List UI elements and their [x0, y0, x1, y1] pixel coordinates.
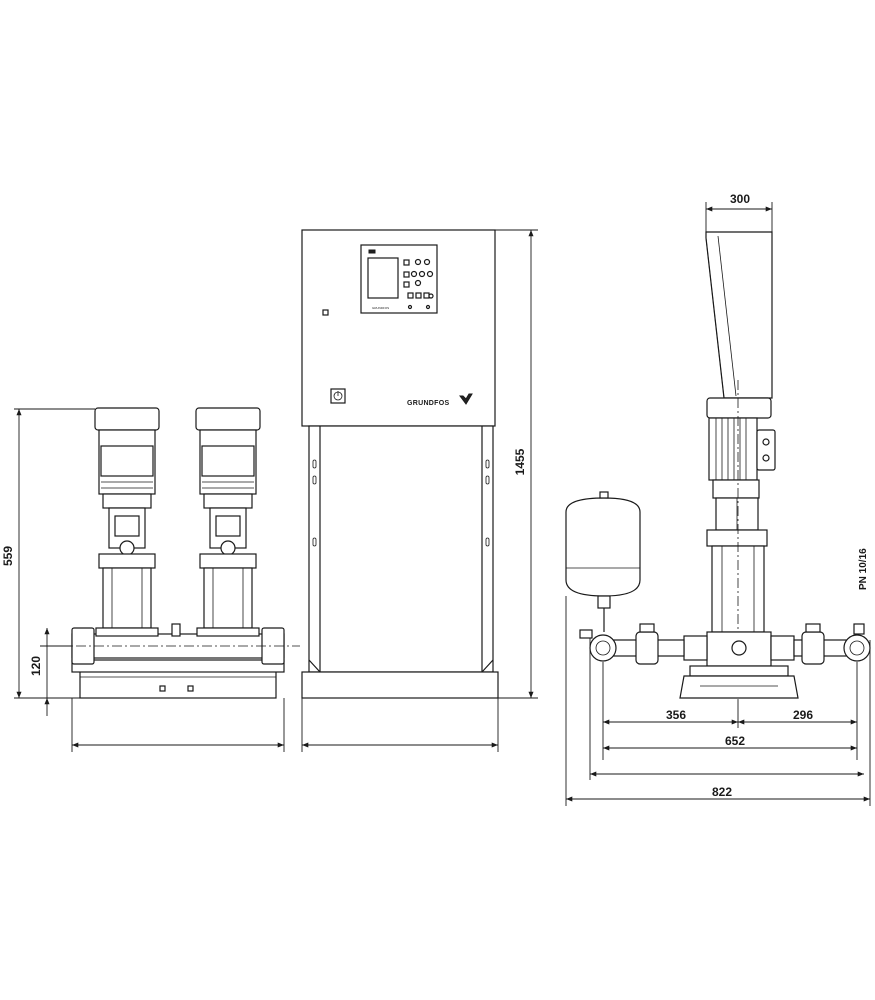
pump-2 [195, 407, 261, 637]
pump-foot-side [689, 665, 789, 677]
cable-gland [762, 438, 770, 446]
terminal-box-side [756, 429, 776, 471]
pump-head-side [706, 529, 768, 547]
motor-body-side [708, 417, 758, 481]
dim-label-300: 300 [730, 192, 750, 206]
pump-base [95, 627, 159, 637]
cabinet-stand [308, 425, 494, 673]
cabinet-base [301, 671, 499, 699]
coupling-window [215, 515, 241, 537]
suction-flange [683, 635, 708, 661]
motor-stool [203, 493, 253, 509]
dimension-822-inner [589, 638, 864, 780]
motor-fan-cover [94, 407, 160, 431]
brand-logo-icon [459, 393, 473, 405]
motor-fins [715, 418, 747, 480]
pump-head-valve [220, 540, 236, 556]
cable-gland [762, 454, 770, 462]
cabinet-front-view: GRUNDFOS GRUNDFOS [301, 229, 499, 699]
dim-label-822: 822 [712, 785, 732, 799]
pump-head [98, 553, 156, 569]
pump-head [199, 553, 257, 569]
manifold-plug-left [579, 629, 593, 639]
motor-fan-cover-side [706, 397, 772, 419]
dim-label-356: 356 [666, 708, 686, 722]
base-frame-side [679, 675, 799, 699]
dim-label-296: 296 [793, 708, 813, 722]
motor-fan-cover [195, 407, 261, 431]
discharge-flange [770, 635, 795, 661]
brand-logo: GRUNDFOS [407, 400, 449, 407]
cabinet-side [705, 231, 773, 399]
manifold-end-right [843, 634, 871, 662]
valve-left [635, 623, 659, 665]
mount-hole [187, 685, 194, 692]
controller-display [367, 257, 399, 299]
pump-drain-plug [731, 640, 747, 656]
cabinet-lock [322, 309, 329, 316]
side-view [565, 231, 871, 700]
pump-base [196, 627, 260, 637]
pump-sleeve [203, 567, 253, 629]
dimension-cabinet-width [301, 698, 499, 752]
valve-right [801, 623, 825, 665]
dimension-300: 300 [705, 192, 773, 238]
dim-label-1455: 1455 [513, 448, 527, 475]
terminal-box [100, 445, 154, 477]
pump-head-valve [119, 540, 135, 556]
terminal-box [201, 445, 255, 477]
manifold-plug-right [853, 623, 865, 635]
pump-1 [94, 407, 160, 637]
base-frame [79, 669, 277, 699]
manifold-plug [171, 623, 181, 637]
dimension-pump-width [71, 698, 285, 752]
controller-brand-label: GRUNDFOS [372, 306, 389, 310]
pump-front-view [40, 407, 300, 699]
dim-label-559: 559 [1, 546, 15, 566]
mount-hole [159, 685, 166, 692]
controller-logo [368, 249, 376, 254]
dimension-1455: 1455 [495, 229, 538, 699]
pressure-rating: PN 10/16 [858, 548, 869, 590]
dimension-120: 120 [29, 628, 72, 716]
motor-stool-side [712, 479, 760, 499]
dimension-822: 822 [565, 596, 871, 806]
dim-label-652: 652 [725, 734, 745, 748]
dimension-356-296: 356 296 [602, 662, 858, 760]
base-plate [71, 659, 285, 673]
dim-label-120: 120 [29, 656, 43, 676]
coupling-window [114, 515, 140, 537]
stand-slots [312, 459, 490, 547]
controller-panel [360, 244, 438, 314]
diaphragm-tank [565, 491, 641, 632]
motor-stool [102, 493, 152, 509]
pump-sleeve [102, 567, 152, 629]
controller-keypad [403, 258, 434, 299]
manifold-end-left [589, 634, 617, 662]
dimension-652: 652 [603, 734, 857, 751]
